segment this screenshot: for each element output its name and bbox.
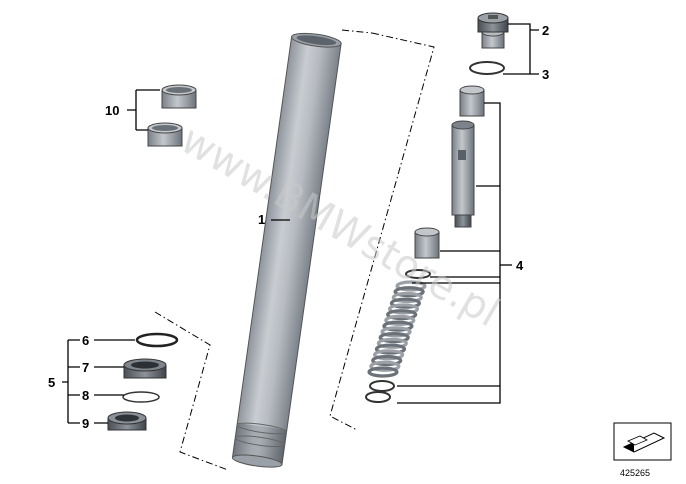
o-ring-part	[469, 61, 505, 75]
cap-screw-part	[477, 12, 509, 49]
ring-lower-b	[365, 391, 391, 403]
leader-lines	[62, 23, 539, 424]
callout-2: 2	[542, 23, 549, 38]
view-direction-icon	[613, 422, 672, 461]
damper-sleeve-top	[459, 85, 485, 117]
spring-coil	[387, 303, 420, 315]
snap-ring-part	[135, 332, 179, 348]
bush-bottom	[147, 122, 183, 147]
bush-top	[161, 84, 197, 109]
assembly-bracket-main	[329, 29, 435, 431]
spring-coil	[380, 326, 412, 338]
callout-4: 4	[516, 258, 524, 273]
callout-1: 1	[258, 212, 265, 227]
spring-coil	[373, 349, 405, 361]
spring-coil	[371, 354, 403, 367]
assembly-bracket-lower	[154, 311, 229, 471]
spring-coil	[369, 360, 401, 372]
spring-coil	[395, 280, 427, 292]
fork-tube	[231, 32, 342, 468]
spring-coil	[382, 320, 414, 332]
spring-coil	[374, 343, 407, 355]
callout-6: 6	[82, 333, 89, 348]
callout-8: 8	[82, 388, 89, 403]
spring-coil	[367, 366, 399, 378]
retaining-ring-part	[122, 391, 160, 403]
spring-coil	[376, 337, 408, 349]
dust-seal-part	[123, 358, 167, 379]
callout-9: 9	[82, 416, 89, 431]
damper-sleeve-bottom	[414, 227, 440, 259]
image-number: 425265	[620, 468, 650, 478]
spring-coil	[386, 309, 418, 321]
spring-coil	[378, 332, 410, 344]
spring-coil	[384, 314, 416, 326]
callout-10: 10	[105, 103, 119, 118]
callout-7: 7	[82, 360, 89, 375]
spring-coil	[389, 297, 421, 309]
ring-lower-a	[369, 380, 395, 392]
damper-cartridge-tube	[451, 120, 475, 228]
fork-spring	[367, 280, 427, 378]
spring-coil	[393, 286, 425, 298]
callout-5: 5	[48, 375, 55, 390]
callout-3: 3	[542, 67, 549, 82]
ring-upper	[405, 269, 431, 279]
spring-coil	[391, 291, 423, 304]
oil-seal-part	[107, 411, 147, 431]
